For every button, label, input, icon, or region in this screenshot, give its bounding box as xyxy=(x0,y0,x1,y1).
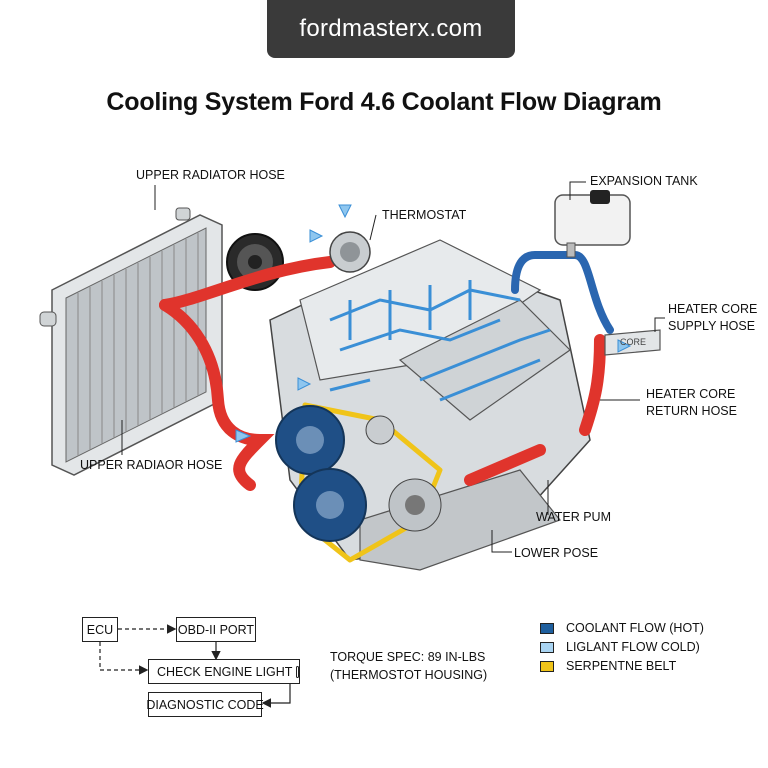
expansion-tank xyxy=(554,190,631,258)
label-heater-core-return: HEATER CORE RETURN HOSE xyxy=(646,386,737,420)
site-banner: fordmasterx.com xyxy=(267,0,515,58)
site-name: fordmasterx.com xyxy=(299,15,483,42)
label-water-pump: WATER PUM xyxy=(536,510,611,524)
legend-label-hot: COOLANT FLOW (HOT) xyxy=(566,621,704,635)
water-pump-pulleys xyxy=(275,405,442,542)
torque-spec: TORQUE SPEC: 89 IN-LBS (THERMOSTOT HOUSI… xyxy=(330,648,487,684)
legend-item-hot: COOLANT FLOW (HOT) xyxy=(540,621,704,635)
check-engine-light-box: CHECK ENGINE LIGHT xyxy=(148,659,300,684)
torque-spec-line2: (THERMOSTOT HOUSING) xyxy=(330,668,488,682)
legend-label-belt: SERPENTNE BELT xyxy=(566,659,677,673)
legend-swatch-cold xyxy=(540,641,554,653)
label-lower-hose: LOWER POSE xyxy=(514,546,599,560)
label-heater-core-return-line1: HEATER CORE xyxy=(646,387,736,401)
label-heater-core-supply-line1: HEATER CORE xyxy=(668,302,758,316)
flowchart-connectors xyxy=(99,624,291,708)
legend-item-belt: SERPENTNE BELT xyxy=(540,659,676,673)
label-upper-radiator-hose-bottom: UPPER RADIAOR HOSE xyxy=(80,458,223,472)
coolant-passages xyxy=(329,280,551,402)
torque-spec-line1: TORQUE SPEC: 89 IN-LBS xyxy=(330,650,486,664)
engine-icon xyxy=(296,665,299,678)
diagram-title: Cooling System Ford 4.6 Coolant Flow Dia… xyxy=(106,88,662,116)
legend-item-cold: LIGLANT FLOW COLD) xyxy=(540,640,700,654)
label-heater-core-return-line2: RETURN HOSE xyxy=(646,404,737,418)
heater-supply-hose xyxy=(511,251,614,334)
leader-lines xyxy=(121,181,665,553)
legend-swatch-belt xyxy=(540,660,554,672)
label-upper-radiator-hose-top: UPPER RADIATOR HOSE xyxy=(136,168,285,182)
label-heater-core-supply-line2: SUPPLY HOSE xyxy=(668,319,756,333)
label-expansion-tank: EXPANSION TANK xyxy=(590,174,698,188)
obd-port-box: OBD-II PORT xyxy=(176,617,256,642)
diagnostic-code-box: DIAGNOSTIC CODE xyxy=(146,692,264,717)
label-heater-core-supply: HEATER CORE SUPPLY HOSE xyxy=(668,301,757,335)
label-thermostat: THERMOSTAT xyxy=(382,208,467,222)
ecu-box: ECU xyxy=(82,617,118,642)
radiator-hoses xyxy=(159,256,606,491)
check-engine-light-label: CHECK ENGINE LIGHT xyxy=(157,664,293,679)
thermostat-housing xyxy=(329,231,371,273)
legend-label-cold: LIGLANT FLOW COLD) xyxy=(566,640,700,654)
heater-core-box-label: CORE xyxy=(620,337,647,347)
flow-arrows xyxy=(235,204,632,443)
legend-swatch-hot xyxy=(540,622,554,634)
